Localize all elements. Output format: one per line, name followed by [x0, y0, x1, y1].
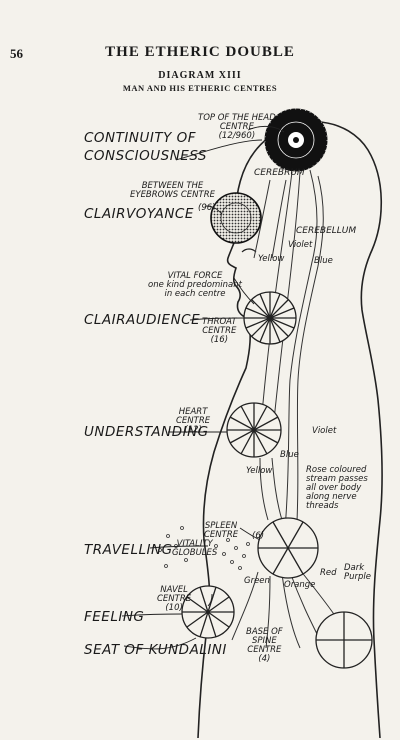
heart-centre [226, 402, 282, 458]
label-cerebellum: CEREBELLUM [296, 226, 357, 236]
diagram-number: DIAGRAM XIII [158, 70, 242, 81]
label-continuity-line2: CONSCIOUSNESS [84, 148, 207, 164]
label-travelling: TRAVELLING [84, 542, 173, 558]
stream-blue-mid: Blue [280, 450, 299, 460]
stream-violet-mid: Violet [312, 426, 337, 436]
label-feeling: FEELING [84, 609, 145, 625]
stream-green: Green [244, 576, 270, 586]
vital-force-note: VITAL FORCE one kind predominant in each… [148, 271, 242, 299]
eye [241, 248, 257, 253]
diagram-title: MAN AND HIS ETHERIC CENTRES [122, 83, 278, 93]
spleen-centre-petals: (6) [252, 531, 265, 541]
label-understanding: UNDERSTANDING [84, 424, 209, 440]
stream-violet-upper: Violet [288, 240, 313, 250]
leader-lines [121, 125, 285, 650]
stream-yellow-mid: Yellow [246, 466, 273, 476]
label-clairvoyance: CLAIRVOYANCE [84, 206, 194, 222]
label-kundalini: SEAT OF KUNDALINI [84, 642, 227, 658]
brow-centre-petals: (96) [198, 203, 216, 213]
base-of-spine-centre [315, 611, 373, 669]
spleen-centre [257, 517, 319, 579]
stream-red: Red [320, 568, 337, 578]
label-clairaudience: CLAIRAUDIENCE [84, 312, 201, 328]
head-centre [264, 108, 328, 172]
vitality-globules [158, 526, 250, 570]
stream-yellow-upper: Yellow [258, 254, 285, 264]
label-cerebrum: CEREBRUM [254, 168, 305, 178]
throat-centre [243, 291, 297, 345]
rose-stream-note: Rose coloured stream passes all over bod… [306, 465, 368, 511]
page-number: 56 [10, 46, 23, 61]
label-continuity-line1: CONTINUITY OF [84, 130, 197, 146]
stream-orange: Orange [284, 580, 316, 590]
face-outline [197, 231, 251, 739]
stream-blue-upper: Blue [314, 256, 333, 266]
navel-centre [181, 585, 235, 639]
brow-centre [210, 192, 262, 244]
book-title: THE ETHERIC DOUBLE [105, 44, 295, 60]
